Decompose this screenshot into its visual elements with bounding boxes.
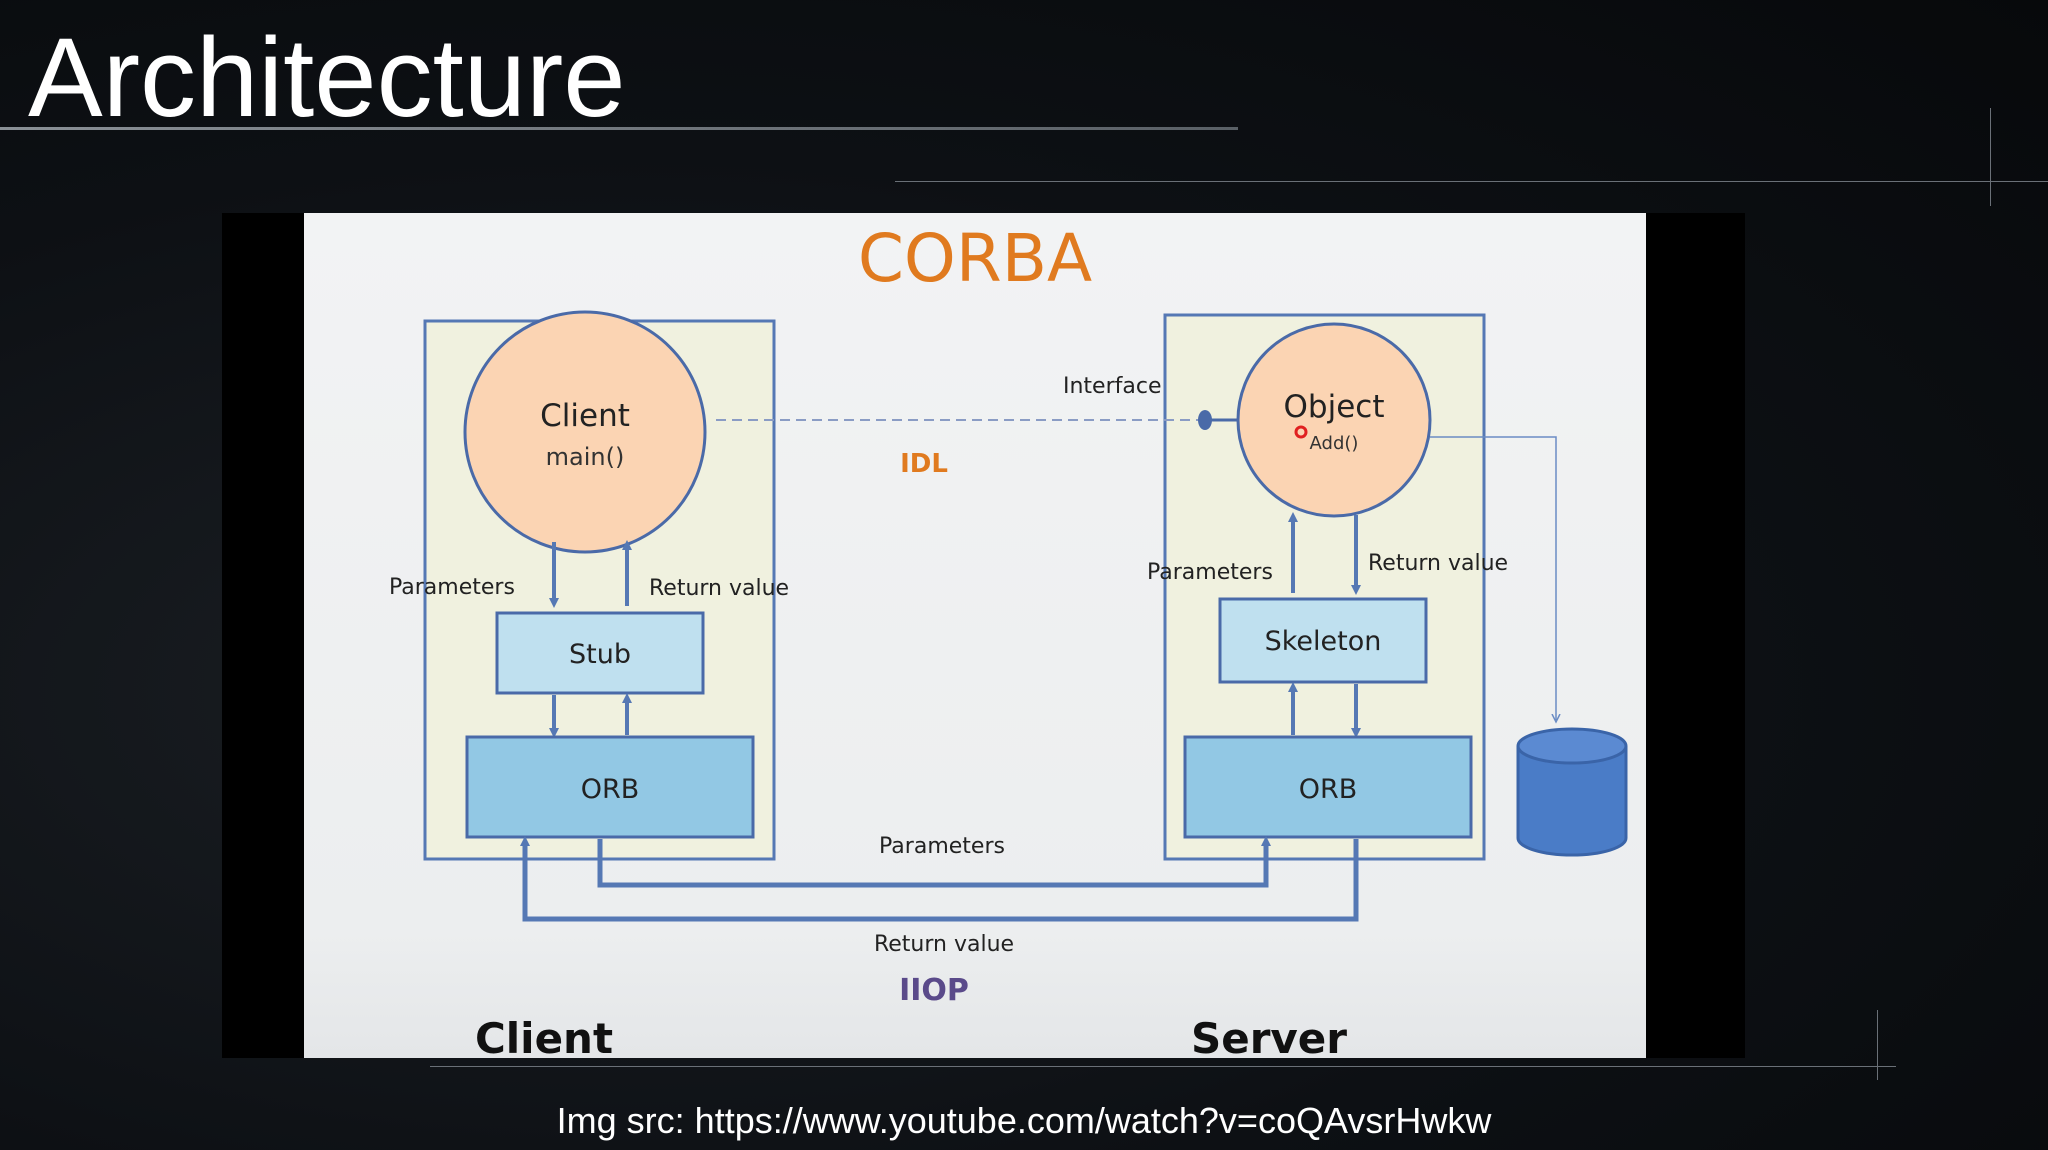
client-circle (463, 310, 707, 554)
corba-diagram: CORBA Client main() Parameters Return va… (304, 213, 1646, 1058)
bus-return-line (520, 836, 1359, 922)
client-orb-box (465, 735, 755, 839)
server-orb-box (1183, 735, 1473, 839)
client-params-label: Parameters (389, 575, 515, 600)
client-return-label: Return value (649, 576, 789, 601)
decor-line-top-vertical (1990, 108, 1991, 206)
skeleton-label: Skeleton (1265, 626, 1382, 657)
bus-params-label: Parameters (879, 834, 1005, 859)
client-orb-label: ORB (581, 774, 640, 805)
database-icon (1516, 727, 1628, 857)
object-circle-sub: Add() (1310, 433, 1359, 454)
stub-box (495, 611, 705, 695)
client-circle-title: Client (540, 398, 630, 434)
title-underline (0, 127, 1238, 130)
skeleton-box (1218, 597, 1428, 684)
iiop-label: IIOP (899, 973, 969, 1008)
client-circle-sub: main() (546, 443, 625, 471)
decor-line-bottom (430, 1066, 1896, 1067)
idl-label: IDL (900, 449, 948, 479)
object-circle-title: Object (1284, 389, 1385, 425)
image-source-caption: Img src: https://www.youtube.com/watch?v… (556, 1100, 1492, 1141)
bus-params-line (597, 836, 1271, 888)
cursor-dot-icon (1294, 425, 1308, 439)
client-footer-label: Client (475, 1014, 613, 1058)
interface-label: Interface (1063, 374, 1162, 399)
interface-lollipop-icon (1198, 410, 1212, 430)
bus-return-label: Return value (874, 932, 1014, 957)
diagram-title: CORBA (858, 220, 1092, 297)
decor-line-top (895, 181, 2048, 182)
server-return-label: Return value (1368, 551, 1508, 576)
server-footer-label: Server (1191, 1014, 1347, 1058)
server-params-label: Parameters (1147, 560, 1273, 585)
stub-label: Stub (569, 639, 631, 670)
slide-title: Architecture (28, 15, 626, 140)
server-orb-label: ORB (1299, 774, 1358, 805)
object-database-link (1430, 436, 1556, 720)
decor-line-bottom-vertical (1877, 1010, 1878, 1080)
